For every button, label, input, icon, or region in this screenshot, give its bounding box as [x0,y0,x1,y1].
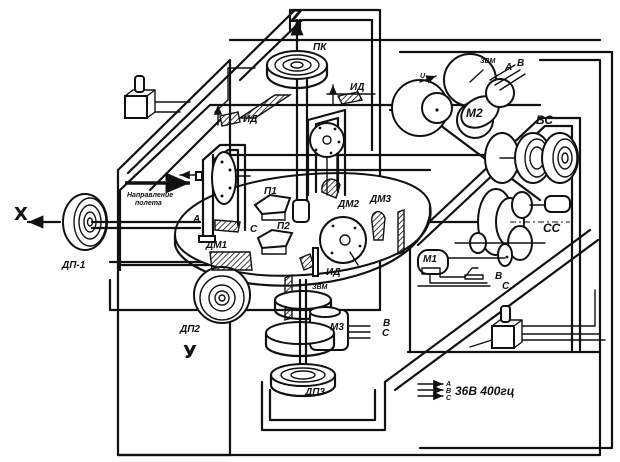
dp3-sensor [264,278,371,398]
vs-label: ВС [536,113,553,127]
m2-phase-b: В [517,58,524,69]
pk-gyro [214,18,329,223]
id-top-label: ИД [350,82,364,93]
pk-label: ПК [313,42,327,53]
id-bottom-label: ИД [326,267,340,278]
dm3-label: ДМ3 [369,194,392,205]
platform-devices [299,178,405,277]
gyro-frame-left [179,143,251,243]
zvm2-label: ЗВМ [312,284,328,291]
p2-label: П2 [277,221,290,232]
m2-label: М2 [466,106,483,120]
m1-gear-train [417,188,571,287]
z-axis-label: Z [290,6,303,27]
p1-label: П1 [264,186,277,197]
dp1-label: ДП-1 [61,260,86,271]
dp1-sensor [26,193,202,251]
ss-label: СС [543,221,561,235]
flight-direction-label-1: Направление [127,192,173,199]
dp2-label: ДП2 [179,324,200,335]
level-sensor-top-left [124,75,191,119]
m3-phase-c: С [382,328,390,339]
legend-phase-b: В [446,388,451,395]
id-sensor-top [326,84,376,106]
dp3-label: ДП3 [304,387,325,398]
x-axis-label: X [14,204,28,225]
dp2-sensor [193,251,293,324]
dm2-label: ДМ2 [337,199,360,210]
id-left-label: ИД [243,114,257,125]
m3-label: М3 [330,322,344,333]
u-arrow-label: U [420,73,426,80]
vs-rotor [484,132,579,184]
m2-gear-train [391,53,526,139]
legend-phase-a: А [445,381,451,388]
m2-phase-a: А [504,62,512,73]
legend-phase-c: С [446,395,452,402]
level-sensor-bottom-right [469,289,606,349]
gyro-frame-right [306,108,347,197]
power-spec-label: 36В 400гц [455,384,515,398]
flight-direction-label-2: полета [135,200,162,207]
m1-phase-c: С [502,281,510,292]
m1-label: М1 [423,254,437,265]
m3-phase-b: В [383,318,390,329]
m1-phase-b: В [495,271,502,282]
dm1-label: ДМ1 [205,240,228,251]
power-legend-lines [417,379,444,401]
accelerometer-p1 [253,193,292,221]
accelerometer-p2 [256,228,294,255]
a-left-label: А [192,214,200,225]
zvm-label: ЗВМ [480,58,496,65]
c-left-label: С [250,224,258,235]
y-axis-label: У [183,342,197,363]
outer-gimbal-frame [116,38,614,457]
id-sensor-left [213,104,241,127]
